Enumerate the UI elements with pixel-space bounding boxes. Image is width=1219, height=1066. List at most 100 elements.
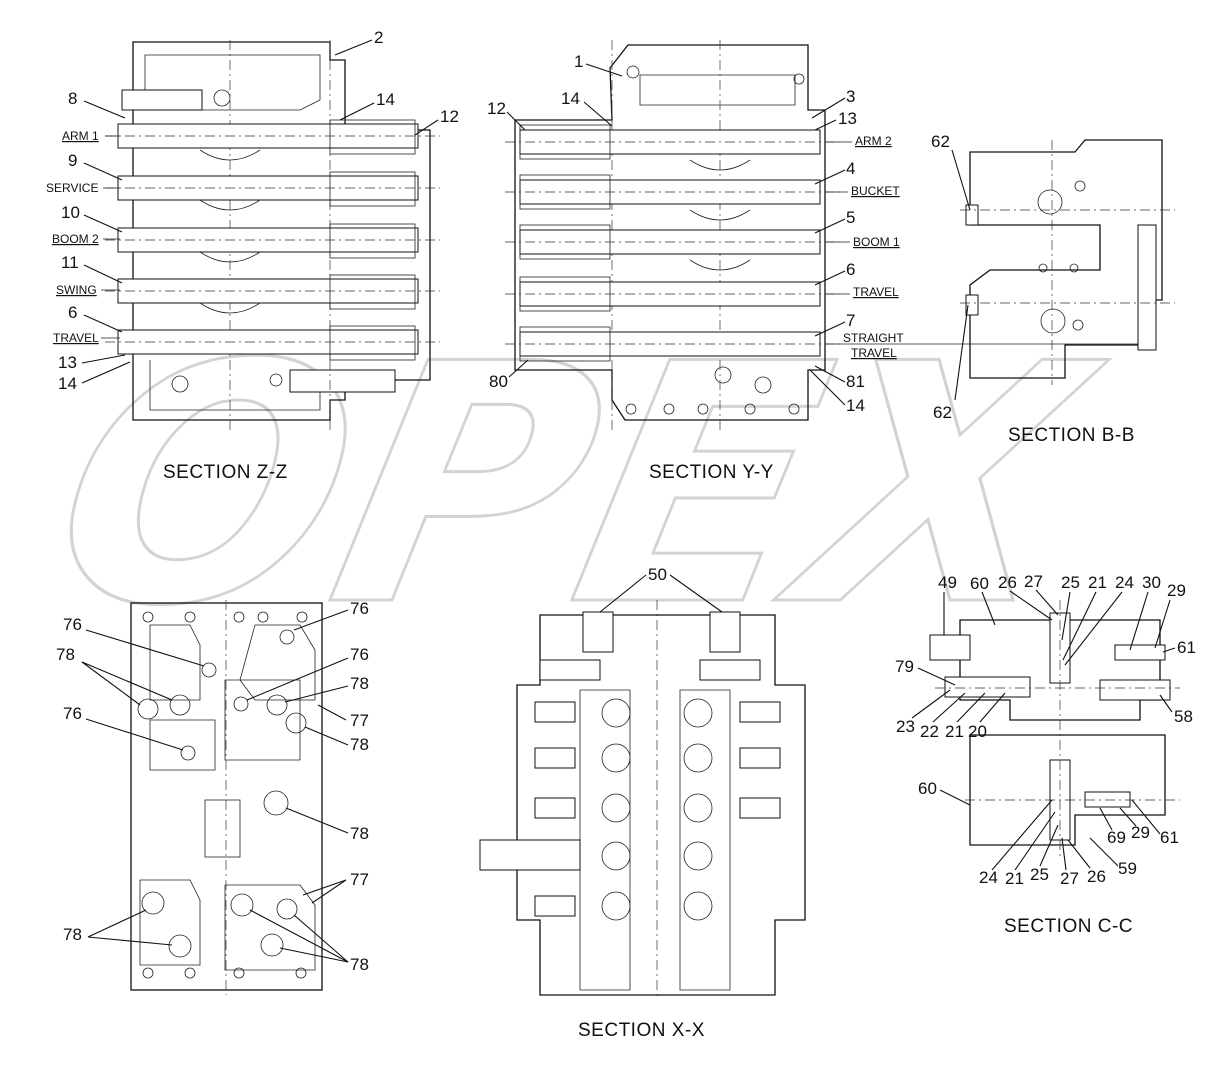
svg-text:78: 78 (350, 735, 369, 754)
svg-text:10: 10 (61, 203, 80, 222)
svg-text:BOOM 2: BOOM 2 (52, 232, 99, 246)
svg-text:13: 13 (838, 109, 857, 128)
svg-text:12: 12 (440, 107, 459, 126)
port-plate-drawing (130, 600, 323, 995)
svg-text:TRAVEL: TRAVEL (53, 331, 99, 345)
svg-text:14: 14 (376, 90, 395, 109)
svg-text:8: 8 (68, 89, 77, 108)
section-yy-function-labels: ARM 2 BUCKET BOOM 1 TRAVEL STRAIGHT TRAV… (825, 134, 1145, 360)
xx-ports (601, 698, 713, 921)
svg-text:14: 14 (846, 396, 865, 415)
svg-text:27: 27 (1024, 572, 1043, 591)
section-bb-title: SECTION B-B (1008, 425, 1135, 446)
svg-text:78: 78 (350, 674, 369, 693)
section-zz-drawing (105, 40, 440, 430)
svg-text:21: 21 (945, 722, 964, 741)
svg-text:21: 21 (1088, 573, 1107, 592)
svg-text:3: 3 (846, 87, 855, 106)
svg-text:30: 30 (1142, 573, 1161, 592)
svg-text:14: 14 (58, 374, 77, 393)
section-yy-title: SECTION Y-Y (649, 462, 774, 483)
svg-text:TRAVEL: TRAVEL (853, 285, 899, 299)
svg-text:SERVICE: SERVICE (46, 181, 98, 195)
svg-text:76: 76 (63, 704, 82, 723)
svg-text:62: 62 (931, 132, 950, 151)
svg-text:81: 81 (846, 372, 865, 391)
svg-text:62: 62 (933, 403, 952, 422)
svg-text:ARM 2: ARM 2 (855, 134, 892, 148)
svg-text:26: 26 (1087, 867, 1106, 886)
plate-ports (137, 611, 308, 979)
svg-text:SWING: SWING (56, 283, 97, 297)
svg-text:60: 60 (918, 779, 937, 798)
svg-text:29: 29 (1131, 823, 1150, 842)
svg-text:1: 1 (574, 52, 583, 71)
svg-text:6: 6 (68, 303, 77, 322)
svg-text:4: 4 (846, 159, 855, 178)
section-xx-callouts: 50 (599, 565, 723, 613)
svg-text:6: 6 (846, 260, 855, 279)
svg-text:26: 26 (998, 573, 1017, 592)
svg-text:22: 22 (920, 722, 939, 741)
section-xx-title: SECTION X-X (578, 1020, 705, 1041)
section-bb-callouts: 62 62 (931, 132, 971, 422)
svg-text:58: 58 (1174, 707, 1193, 726)
svg-text:29: 29 (1167, 581, 1186, 600)
section-zz-callouts: 2 8 14 12 9 10 11 6 13 14 (58, 28, 459, 393)
section-cc-callouts-bottom: 60 69 29 61 24 21 25 27 26 59 (918, 779, 1179, 888)
port-plate-callouts: 76 76 78 76 78 77 78 76 78 77 78 78 (56, 599, 369, 974)
svg-text:61: 61 (1177, 638, 1196, 657)
svg-text:80: 80 (489, 372, 508, 391)
zz-spool-rows (105, 119, 440, 361)
section-bb-drawing (960, 139, 1175, 385)
svg-text:24: 24 (979, 868, 998, 887)
svg-text:14: 14 (561, 89, 580, 108)
section-zz-title: SECTION Z-Z (163, 462, 288, 483)
svg-text:BOOM 1: BOOM 1 (853, 235, 900, 249)
svg-text:12: 12 (487, 99, 506, 118)
svg-text:69: 69 (1107, 828, 1126, 847)
svg-text:79: 79 (895, 657, 914, 676)
svg-text:76: 76 (350, 645, 369, 664)
svg-text:77: 77 (350, 711, 369, 730)
svg-text:STRAIGHT: STRAIGHT (843, 331, 904, 345)
svg-text:20: 20 (968, 722, 987, 741)
svg-text:BUCKET: BUCKET (851, 184, 900, 198)
svg-text:78: 78 (350, 955, 369, 974)
svg-text:77: 77 (350, 870, 369, 889)
yy-spool-rows (505, 124, 840, 362)
svg-text:11: 11 (61, 253, 79, 272)
section-yy-callouts: 1 14 12 3 13 4 5 6 7 80 81 14 (487, 52, 865, 415)
svg-text:78: 78 (350, 824, 369, 843)
svg-text:24: 24 (1115, 573, 1134, 592)
svg-text:50: 50 (648, 565, 667, 584)
svg-text:TRAVEL: TRAVEL (851, 346, 897, 360)
svg-text:25: 25 (1061, 573, 1080, 592)
svg-text:76: 76 (63, 615, 82, 634)
svg-text:ARM 1: ARM 1 (62, 129, 99, 143)
section-cc-callouts-top: 49 60 26 27 25 21 24 30 29 61 79 58 23 2… (895, 572, 1196, 741)
section-cc-title: SECTION C-C (1004, 916, 1133, 937)
svg-text:76: 76 (350, 599, 369, 618)
svg-text:7: 7 (846, 311, 855, 330)
section-zz-function-labels: ARM 1 SERVICE BOOM 2 SWING TRAVEL (46, 129, 120, 345)
svg-text:59: 59 (1118, 859, 1137, 878)
svg-text:21: 21 (1005, 869, 1024, 888)
svg-text:5: 5 (846, 208, 855, 227)
svg-text:13: 13 (58, 353, 77, 372)
section-yy-drawing (505, 40, 840, 430)
svg-text:27: 27 (1060, 869, 1079, 888)
section-cc-drawing (929, 600, 1180, 860)
svg-text:78: 78 (56, 645, 75, 664)
svg-text:60: 60 (970, 574, 989, 593)
svg-text:78: 78 (63, 925, 82, 944)
svg-text:25: 25 (1030, 865, 1049, 884)
svg-text:2: 2 (374, 28, 383, 47)
xx-valves (479, 611, 781, 917)
svg-text:23: 23 (896, 717, 915, 736)
svg-text:9: 9 (68, 151, 77, 170)
section-xx-drawing (479, 600, 806, 1000)
svg-text:49: 49 (938, 573, 957, 592)
svg-text:61: 61 (1160, 828, 1179, 847)
